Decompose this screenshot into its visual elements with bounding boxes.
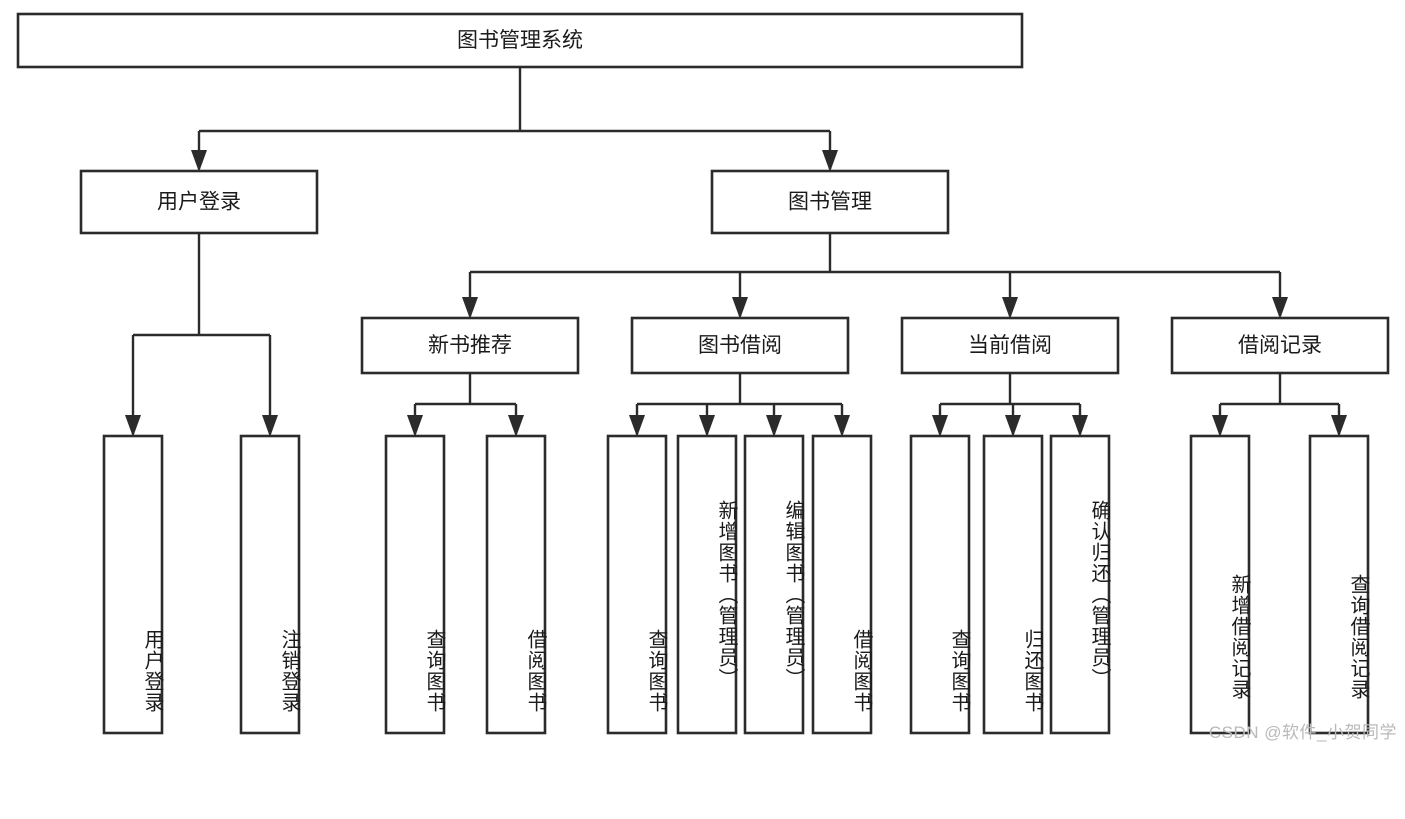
leaf-node-leaf-query-book-cur[interactable]	[909, 434, 971, 735]
watermark-text: CSDN @软件_小贺同学	[1208, 723, 1397, 742]
node-label: 用户登录	[157, 191, 241, 214]
node-book-borrow[interactable]: 图书借阅	[630, 316, 850, 375]
node-label: 图书管理系统	[457, 29, 583, 52]
node-label: 当前借阅	[968, 334, 1052, 357]
node-current-borrow[interactable]: 当前借阅	[900, 316, 1120, 375]
leaf-node-leaf-query-record[interactable]	[1308, 434, 1370, 735]
leaf-node-leaf-add-book[interactable]	[676, 434, 738, 735]
node-label: 图书借阅	[698, 334, 782, 357]
node-new-book-recommend[interactable]: 新书推荐	[360, 316, 580, 375]
leaf-node-leaf-edit-book[interactable]	[743, 434, 805, 735]
leaf-node-leaf-add-record[interactable]	[1189, 434, 1251, 735]
node-root[interactable]: 图书管理系统	[16, 12, 1024, 69]
node-label: 新书推荐	[428, 334, 512, 357]
leaf-node-leaf-confirm-return[interactable]	[1049, 434, 1111, 735]
leaf-node-leaf-borrow-book-rec[interactable]	[485, 434, 547, 735]
leaf-node-leaf-query-book-borrow[interactable]	[606, 434, 668, 735]
leaf-node-leaf-query-book-rec[interactable]	[384, 434, 446, 735]
node-user-login[interactable]: 用户登录	[79, 169, 319, 235]
leaf-node-leaf-user-logout[interactable]	[239, 434, 301, 735]
leaf-node-leaf-borrow-book[interactable]	[811, 434, 873, 735]
node-label: 图书管理	[788, 191, 872, 214]
leaf-node-leaf-return-book[interactable]	[982, 434, 1044, 735]
node-borrow-record[interactable]: 借阅记录	[1170, 316, 1390, 375]
node-label: 借阅记录	[1238, 334, 1322, 357]
connectors-layer	[125, 67, 1347, 437]
diagram-canvas: 图书管理系统用户登录图书管理新书推荐图书借阅当前借阅借阅记录 用户登录注销登录查…	[16, 12, 1397, 742]
leaf-node-leaf-user-login[interactable]	[102, 434, 164, 735]
node-book-manage[interactable]: 图书管理	[710, 169, 950, 235]
